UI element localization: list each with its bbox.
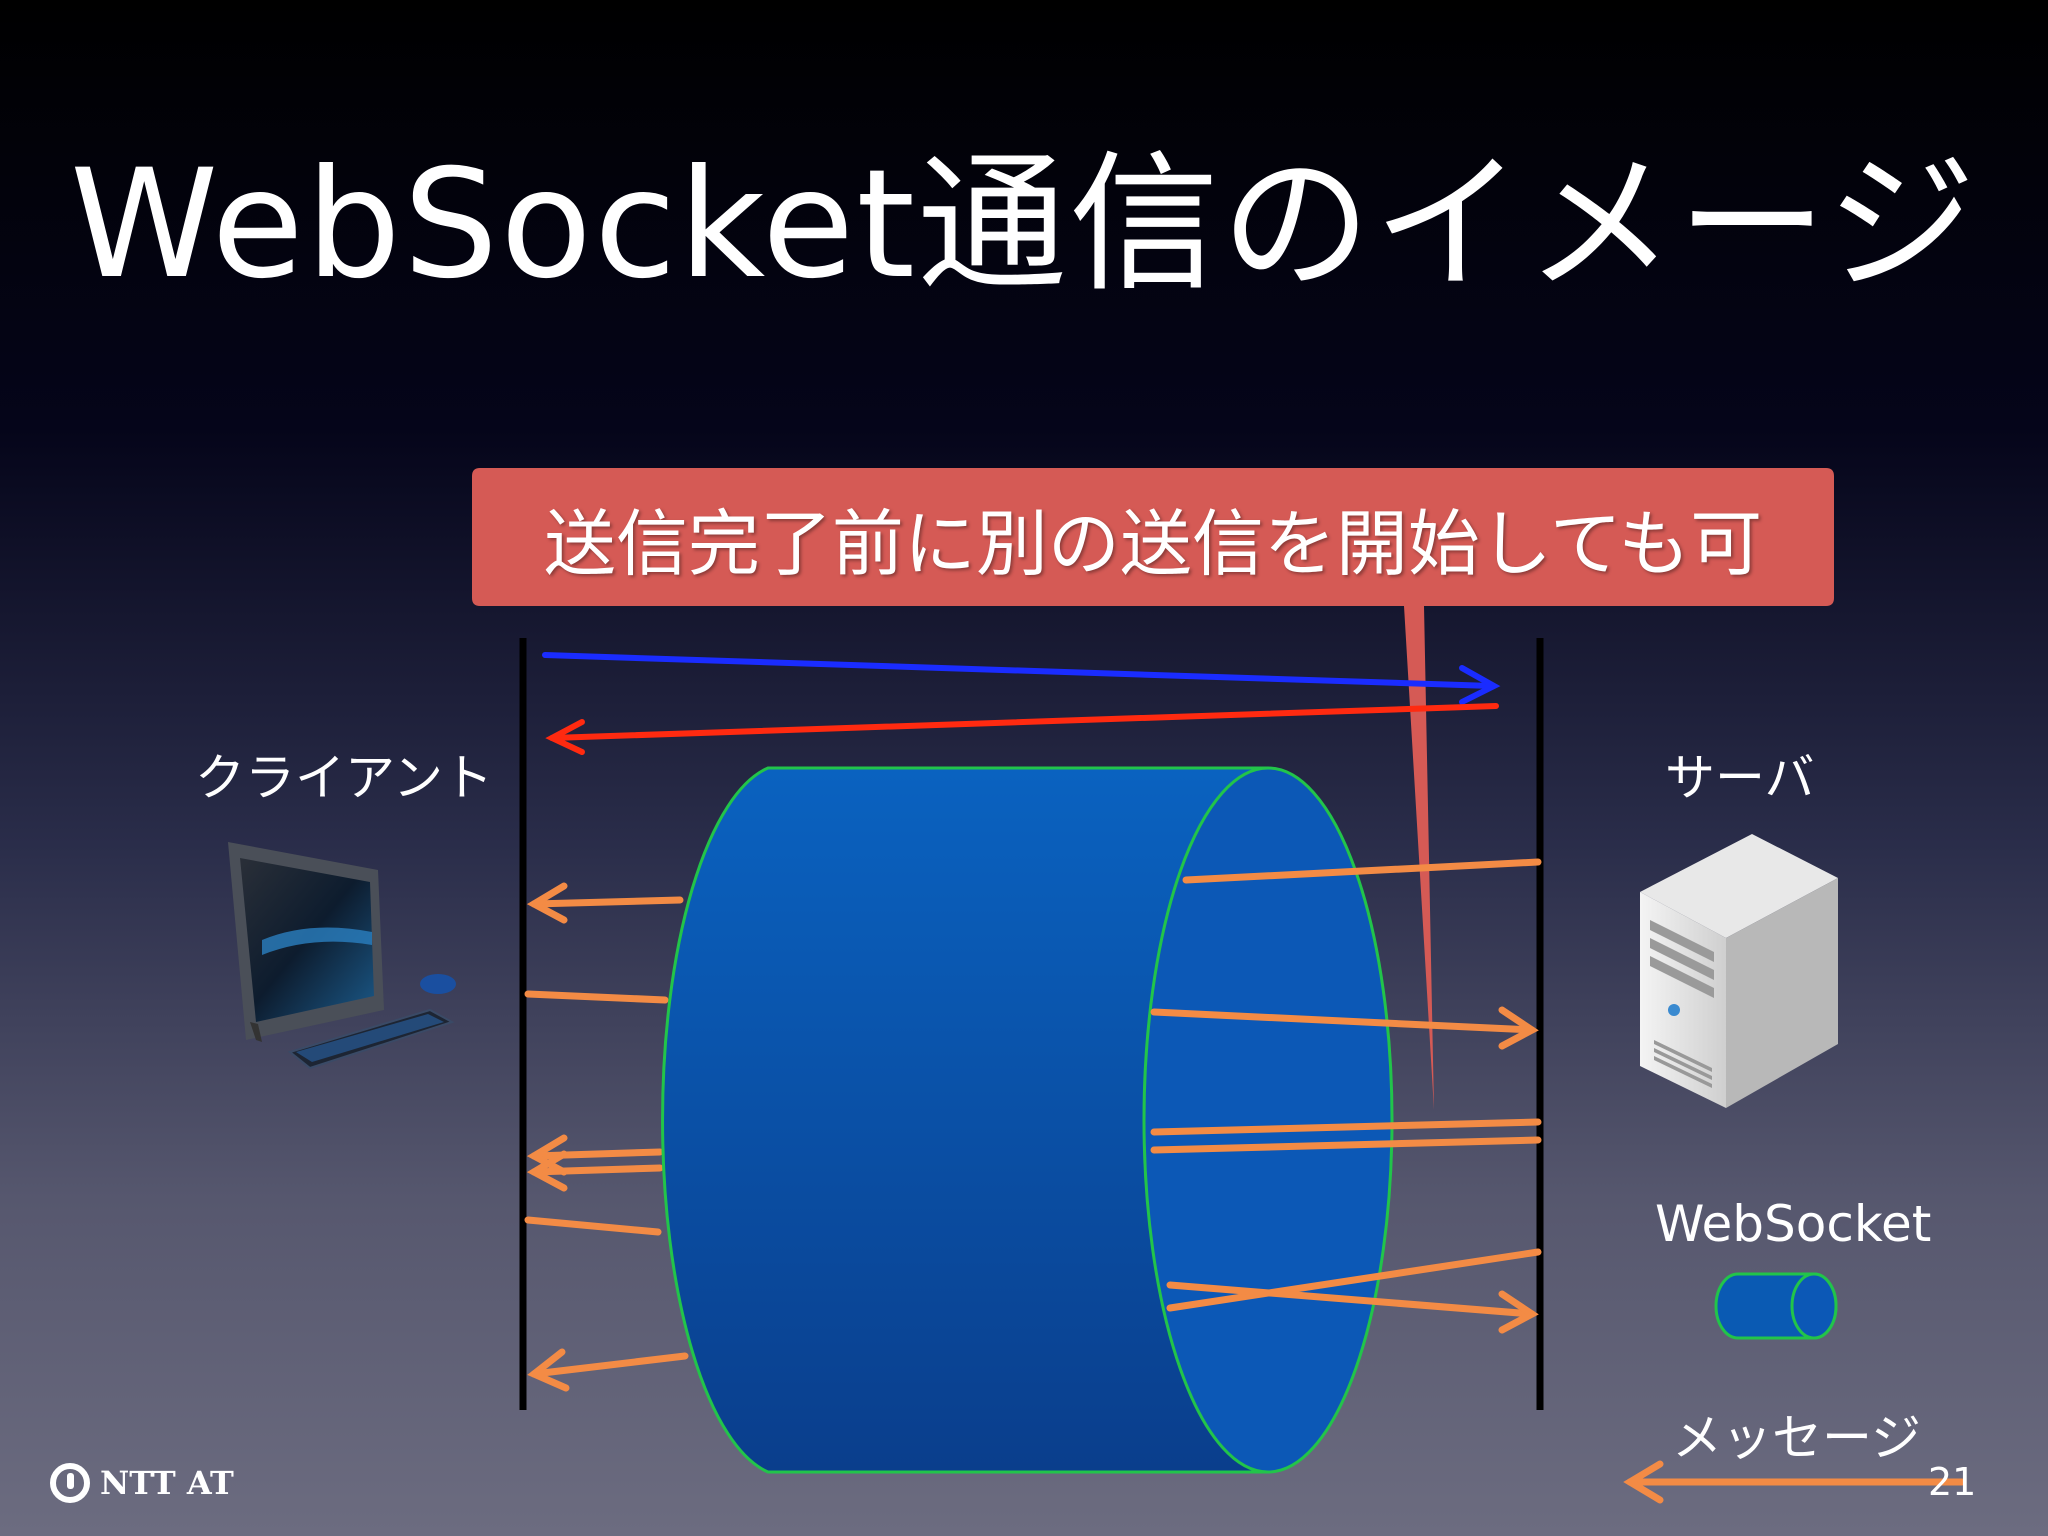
response-arrow [545,703,1499,755]
callout-text: 送信完了前に別の送信を開始しても可 [543,501,1763,586]
desktop-computer-icon [228,842,456,1070]
callout-bubble [472,468,1834,1110]
legend-message-label: メッセージ [1672,1409,1921,1467]
ntt-logo-icon [50,1463,90,1503]
slide-title: WebSocket通信のイメージ [69,138,1979,312]
company-logo: NTT AT [50,1458,234,1508]
legend-message-arrow [1623,1460,1966,1504]
server-label: サーバ [1665,749,1815,807]
client-label: クライアント [195,749,493,807]
legend-websocket-icon [1714,1272,1838,1340]
message-arrows-right [1150,858,1542,1334]
logo-text: NTT AT [100,1464,234,1502]
page-number: 21 [1928,1460,1977,1504]
server-tower-icon [1640,834,1838,1108]
request-arrow [542,652,1501,705]
message-arrows-left [524,882,689,1392]
legend-websocket-label: WebSocket [1655,1195,1932,1253]
